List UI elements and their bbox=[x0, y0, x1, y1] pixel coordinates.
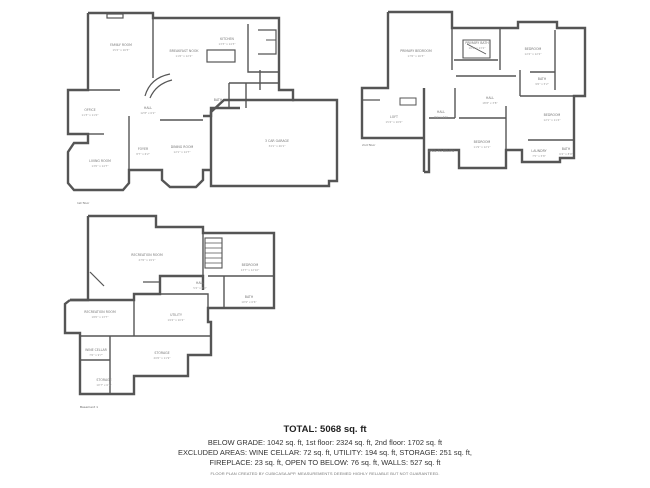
room-name: DINING ROOM bbox=[171, 145, 194, 149]
room-dim: 13'0" x 14'7" bbox=[92, 164, 109, 168]
room-name: PRIMARY BATH bbox=[465, 41, 489, 45]
room-name: BATH bbox=[562, 147, 571, 151]
total-area: TOTAL: 5068 sq. ft bbox=[283, 424, 367, 435]
room-dim: 13'3" x 14'3" bbox=[219, 42, 236, 46]
area-summary: TOTAL: 5068 sq. ft BELOW GRADE: 1042 sq.… bbox=[175, 424, 475, 476]
room-name: OFFICE bbox=[84, 108, 95, 112]
room-name: BEDROOM bbox=[525, 47, 542, 51]
room-name: BATH bbox=[245, 295, 254, 299]
first-floor-walls bbox=[66, 11, 339, 192]
room-dim: 6'4" x 8'9" bbox=[559, 152, 573, 156]
room-name: STORAGE bbox=[154, 351, 169, 355]
room-name: KITCHEN bbox=[220, 37, 234, 41]
room-dim: 18'8" x 3'8" bbox=[482, 101, 497, 105]
room-dim: 18'0" x 13'7" bbox=[92, 315, 109, 319]
room-name: 3 CAR GARAGE bbox=[265, 139, 289, 143]
room-dim: 17'6" x 16'3" bbox=[408, 54, 425, 58]
room-dim: 10'9" x 13'2" bbox=[469, 46, 486, 50]
room-dim: 34'1" x 26'1" bbox=[269, 144, 286, 148]
room-dim: 12'4" x 12'2" bbox=[525, 52, 542, 56]
below-grade-line: BELOW GRADE: 1042 sq. ft, 1st floor: 232… bbox=[207, 438, 443, 447]
room-dim: 7'6" x 9'7" bbox=[89, 353, 103, 357]
room-dim: 13'7" x 12'10" bbox=[241, 268, 260, 272]
room-name: BEDROOM bbox=[474, 140, 491, 144]
room-dim: 8'7" x 6'2" bbox=[136, 152, 150, 156]
room-dim: 12'8" x 6'2" bbox=[140, 111, 155, 115]
fireplace-walls-line: FIREPLACE: 23 sq. ft, OPEN TO BELOW: 76 … bbox=[209, 458, 441, 467]
excluded-areas-line: EXCLUDED AREAS: WINE CELLAR: 72 sq. ft, … bbox=[178, 448, 472, 457]
room-dim: 20'6" x 11'9" bbox=[154, 356, 171, 360]
floor-label: 2nd floor bbox=[362, 143, 376, 147]
room-name: BEDROOM bbox=[544, 113, 561, 117]
room-dim: 11'3" x 11'0" bbox=[82, 113, 99, 117]
second-floor-walls bbox=[360, 10, 587, 174]
second-floor-labels: PRIMARY BEDROOM 17'6" x 16'3" PRIMARY BA… bbox=[362, 41, 573, 158]
first-floor-labels: FAMILY ROOM 15'2" x 16'5" BREAKFAST NOOK… bbox=[77, 37, 289, 205]
room-dim: 9'6" x 5'2" bbox=[535, 82, 549, 86]
room-dim: 19'4" x 10'2" bbox=[168, 318, 185, 322]
room-name: RECREATION ROOM bbox=[84, 310, 116, 314]
room-name: BATH bbox=[214, 98, 223, 102]
room-name: RECREATION ROOM bbox=[131, 253, 163, 257]
room-dim: 10'7" x 6'1" bbox=[96, 383, 111, 387]
room-name: BATH bbox=[538, 77, 547, 81]
room-name: WINE CELLAR bbox=[85, 348, 108, 352]
room-dim: 11'6" x 12'2" bbox=[176, 54, 193, 58]
basement-walls bbox=[63, 214, 276, 396]
room-dim: 12'1" x 14'7" bbox=[174, 150, 191, 154]
room-name: UTILITY bbox=[170, 313, 182, 317]
floor-label: 1st floor bbox=[77, 201, 90, 205]
room-name: HALL bbox=[486, 96, 494, 100]
room-dim: 7'5" x 5'8" bbox=[532, 154, 546, 158]
room-dim: 15'4" x 10'0" bbox=[386, 120, 403, 124]
room-dim: 15'2" x 16'5" bbox=[113, 48, 130, 52]
room-name: BEDROOM bbox=[242, 263, 259, 267]
room-dim: 12'1" x 11'4" bbox=[544, 118, 561, 122]
room-name: BREAKFAST NOOK bbox=[170, 49, 200, 53]
room-dim: 11'9" x 12'1" bbox=[474, 145, 491, 149]
room-name: HALL bbox=[437, 110, 445, 114]
room-name: LIVING ROOM bbox=[89, 159, 111, 163]
room-dim: 27'6" x 19'1" bbox=[139, 258, 156, 262]
room-name: FAMILY ROOM bbox=[110, 43, 132, 47]
floor-label: Basement 1 bbox=[80, 405, 98, 409]
room-dim: 5'2" x 5'0" bbox=[193, 286, 207, 290]
disclaimer: FLOOR PLAN CREATED BY CUBICASA APP. MEAS… bbox=[210, 471, 440, 476]
room-name: LOFT bbox=[390, 115, 398, 119]
room-name: FOYER bbox=[138, 147, 149, 151]
room-name: HALL bbox=[144, 106, 152, 110]
basement-labels: RECREATION ROOM 27'6" x 19'1" BEDROOM 13… bbox=[80, 253, 259, 409]
room-dim: 10'9" x 6'6" bbox=[241, 300, 256, 304]
room-dim: 8'1" x 5'6" bbox=[434, 115, 448, 119]
room-name: OPEN TO BELOW bbox=[428, 149, 456, 153]
room-name: PRIMARY BEDROOM bbox=[400, 49, 432, 53]
room-name: HALL bbox=[196, 281, 204, 285]
room-name: LAUNDRY bbox=[531, 149, 546, 153]
room-name: STORAGE bbox=[96, 378, 111, 382]
